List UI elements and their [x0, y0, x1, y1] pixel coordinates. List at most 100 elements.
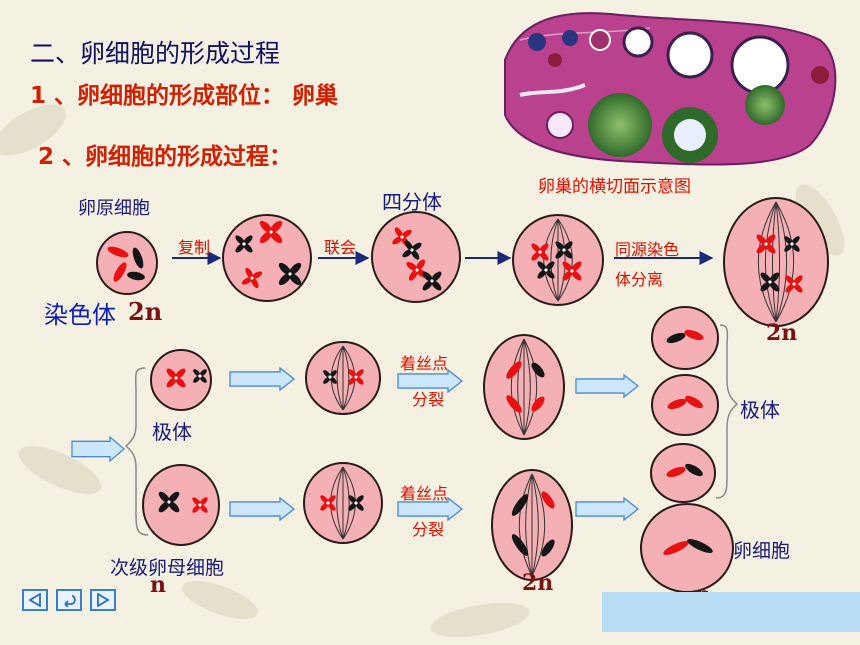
spindle-polar-metaphase-ii	[336, 345, 344, 411]
block-arrows	[71, 366, 640, 522]
label-chromosome: 染色体	[44, 301, 116, 329]
chromatid	[511, 494, 529, 516]
chromosome	[531, 243, 549, 261]
chromosome	[784, 236, 800, 252]
label-polar-body-first: 极体	[152, 420, 192, 444]
cell-polar-body-b	[651, 374, 719, 436]
label-secondary-oocyte: 次级卵母细胞	[110, 557, 225, 579]
point-2: 2 、卵细胞的形成过程：	[38, 144, 293, 170]
chromosome	[555, 241, 573, 259]
ploidy-n-secondary: n	[150, 572, 166, 598]
spindle-metaphase-i	[557, 218, 573, 302]
cell-polar-body-a	[651, 306, 719, 370]
label-centromere-split-2b: 分裂	[412, 520, 445, 539]
chromosome	[402, 240, 422, 260]
block-arrow	[71, 435, 125, 463]
spindle-metaphase-i	[543, 218, 559, 302]
cell-polar-body-c	[650, 443, 716, 503]
spindle-oocyte-metaphase-ii	[342, 466, 350, 540]
cell-oogonium	[96, 231, 158, 295]
ovary-cross-section-image	[504, 12, 837, 166]
chromosome	[422, 271, 442, 291]
chromosome	[756, 234, 776, 254]
left-arrow-icon	[28, 593, 41, 607]
cell-anaphase-i	[723, 197, 829, 327]
chromatid	[113, 262, 127, 282]
label-homolog-separation-2: 体分离	[615, 270, 664, 289]
footer-bar	[602, 592, 860, 632]
chromosome	[259, 220, 283, 244]
chromosome	[278, 262, 302, 286]
spindle-oocyte-anaphase-ii	[518, 473, 533, 577]
chromatid	[666, 466, 686, 478]
chromatid	[663, 541, 689, 555]
chromatid	[132, 247, 144, 269]
spindle-anaphase-i	[775, 201, 795, 323]
chromosome	[537, 261, 555, 279]
label-polar-body-second: 极体	[740, 398, 780, 422]
spindle-anaphase-i	[775, 201, 788, 323]
chromatid	[531, 396, 545, 412]
spindle-polar-metaphase-ii	[342, 345, 350, 411]
return-button[interactable]	[56, 589, 82, 611]
chromosome	[235, 235, 253, 253]
chromatid	[541, 491, 555, 509]
slide-heading: 二、卵细胞的形成过程	[30, 39, 281, 68]
spindle-anaphase-i	[764, 201, 777, 323]
spindle-polar-anaphase-ii	[523, 338, 538, 436]
label-egg-cell: 卵细胞	[733, 540, 791, 562]
spindle-oocyte-metaphase-ii	[336, 466, 344, 540]
chromosome	[166, 368, 186, 388]
return-icon	[64, 595, 76, 607]
label-tetrad: 四分体	[382, 190, 442, 214]
chromatid	[107, 246, 129, 258]
chromatid	[127, 271, 145, 281]
spindle-oocyte-anaphase-ii	[531, 473, 546, 577]
chromatid	[541, 539, 555, 557]
block-arrow	[229, 366, 296, 392]
chromosome-layer	[107, 220, 803, 557]
label-homolog-separation-1: 同源染色	[615, 240, 680, 259]
label-centromere-split-2a: 着丝点	[400, 484, 449, 503]
spindle-anaphase-i	[775, 201, 780, 323]
chromosome	[320, 495, 336, 511]
prev-slide-button[interactable]	[22, 589, 48, 611]
block-arrow	[229, 496, 296, 522]
chromatid	[506, 395, 522, 413]
chromosome	[348, 369, 364, 385]
label-synapsis: 联会	[324, 238, 357, 257]
background-decoration	[0, 104, 845, 638]
chromosome	[241, 267, 263, 289]
chromatid	[687, 539, 713, 553]
spindle-anaphase-i	[757, 201, 777, 323]
label-centromere-split-1b: 分裂	[412, 390, 445, 409]
cell-secondary-oocyte	[142, 464, 220, 546]
spindle-layer	[330, 201, 795, 577]
chromosome	[562, 261, 582, 281]
block-arrow	[397, 368, 464, 394]
right-bracket	[715, 324, 739, 499]
chromatid	[531, 362, 545, 378]
chromatid	[506, 361, 522, 379]
spindle-metaphase-i	[557, 218, 566, 302]
label-oogonium: 卵原细胞	[78, 198, 150, 219]
ploidy-2n-anaphase: 2n	[522, 570, 554, 596]
spindle-polar-anaphase-ii	[510, 338, 525, 436]
next-slide-button[interactable]	[90, 589, 116, 611]
spindle-oocyte-anaphase-ii	[525, 473, 533, 577]
chromatid	[684, 329, 704, 341]
chromosome	[348, 495, 364, 511]
spindle-polar-anaphase-ii	[517, 338, 525, 436]
block-arrow	[575, 496, 640, 522]
chromosome	[158, 491, 180, 513]
chromosome	[785, 275, 803, 293]
chromatid	[511, 534, 529, 556]
label-centromere-split-1a: 着丝点	[400, 354, 449, 373]
spindle-oocyte-anaphase-ii	[531, 473, 539, 577]
block-arrow	[575, 373, 640, 399]
spindle-polar-anaphase-ii	[523, 338, 531, 436]
cell-egg	[640, 503, 734, 593]
chromatid	[685, 395, 703, 409]
ploidy-2n-oogonium: 2n	[128, 297, 163, 326]
